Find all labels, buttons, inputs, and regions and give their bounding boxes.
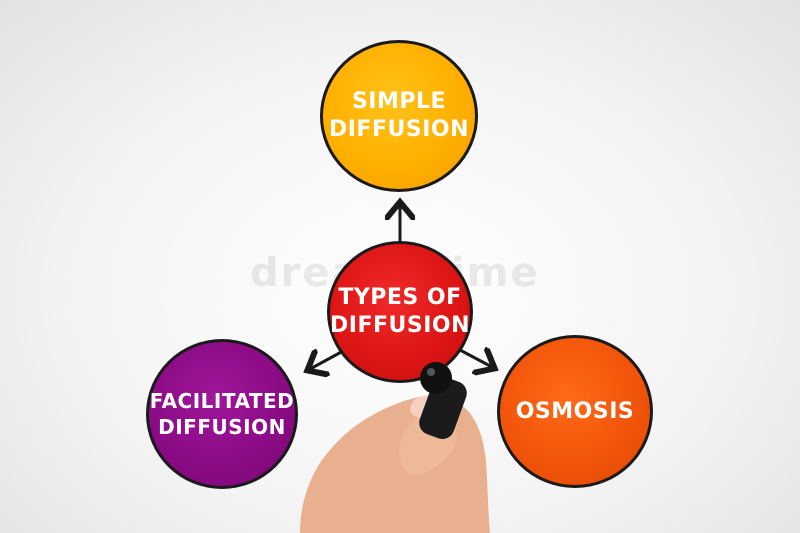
node-center-line2: DIFFUSION (330, 313, 471, 338)
node-facilitated-line1: FACILITATED (149, 389, 295, 413)
marker-tip (420, 362, 452, 394)
node-types-of-diffusion: TYPES OF DIFFUSION (327, 241, 473, 383)
marker-tip-highlight (427, 368, 435, 376)
arrow-to-facilitated-diffusion (310, 350, 346, 369)
node-center-line1: TYPES OF (338, 285, 462, 310)
node-simple-diffusion-line1: SIMPLE (351, 89, 447, 114)
node-simple-diffusion-line2: DIFFUSION (328, 117, 469, 142)
node-osmosis-label: OSMOSIS (515, 398, 635, 424)
node-facilitated-line2: DIFFUSION (158, 415, 286, 439)
hand-shape (300, 395, 490, 533)
node-osmosis: OSMOSIS (497, 335, 653, 488)
node-simple-diffusion: SIMPLE DIFFUSION (320, 40, 478, 192)
node-facilitated-diffusion: FACILITATED DIFFUSION (146, 339, 298, 489)
arrow-to-osmosis (459, 350, 492, 367)
